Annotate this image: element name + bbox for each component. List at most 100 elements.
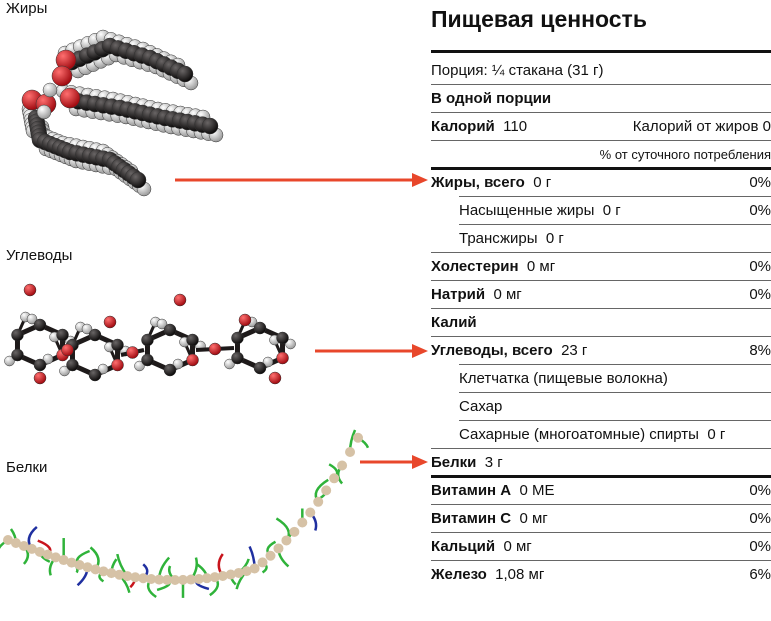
carbon-atom bbox=[253, 361, 267, 375]
nutrient-name: Холестерин bbox=[431, 257, 519, 275]
divider bbox=[431, 50, 771, 53]
nutrient-name: Железо bbox=[431, 565, 487, 583]
nutrient-name: Клетчатка (пищевые волокна) bbox=[459, 369, 668, 387]
amino-acid-bead bbox=[209, 572, 220, 583]
oxygen-atom bbox=[23, 283, 37, 297]
caption-proteins: Белки bbox=[6, 459, 48, 476]
amino-acid-bead bbox=[193, 573, 204, 584]
amino-acid-bead bbox=[337, 460, 348, 471]
nutrient-amount: 3 г bbox=[484, 453, 503, 471]
amino-acid-bead bbox=[225, 569, 236, 580]
divider bbox=[431, 560, 771, 561]
divider bbox=[431, 84, 771, 85]
amino-acid-bead bbox=[353, 432, 363, 443]
divider bbox=[459, 420, 771, 421]
amino-acid-bead bbox=[289, 526, 300, 537]
carbon-atom bbox=[163, 323, 177, 337]
caption-carbohydrates: Углеводы bbox=[6, 247, 73, 264]
nutrient-row: Сахар bbox=[431, 392, 771, 420]
amino-acid-bead bbox=[249, 563, 260, 574]
hydrogen-atom bbox=[4, 355, 15, 367]
amino-acid-bead bbox=[66, 557, 77, 568]
carbon-atom bbox=[141, 353, 154, 367]
amino-acid-bead bbox=[345, 446, 356, 457]
label-title: Пищевая ценность bbox=[431, 6, 647, 32]
daily-value-header: % от суточного потребления bbox=[599, 146, 771, 162]
caption-fats: Жиры bbox=[6, 0, 48, 17]
hydrogen-atom bbox=[81, 323, 93, 335]
oxygen-atom bbox=[208, 342, 222, 356]
nutrient-name: Витамин A bbox=[431, 481, 512, 499]
amino-acid-bead bbox=[130, 572, 141, 583]
oxygen-atom bbox=[61, 343, 74, 357]
amino-acid-bead bbox=[170, 574, 181, 585]
nutrient-name: Трансжиры bbox=[459, 229, 538, 247]
divider bbox=[431, 280, 771, 281]
nutrient-name: Витамин C bbox=[431, 509, 512, 527]
nutrient-amount: 0 мг bbox=[526, 257, 556, 275]
nutrient-row: Трансжиры 0 г bbox=[431, 224, 771, 252]
carbon-atom bbox=[176, 65, 194, 83]
hydrogen-atom bbox=[36, 104, 52, 120]
divider bbox=[431, 475, 771, 478]
nutrient-name: Углеводы, всего bbox=[431, 341, 553, 359]
divider bbox=[431, 308, 771, 309]
divider bbox=[459, 392, 771, 393]
divider bbox=[431, 504, 771, 505]
nutrient-row: Витамин A 0 МЕ 0% bbox=[431, 476, 771, 504]
amino-acid-bead bbox=[185, 574, 196, 585]
amino-acid-bead bbox=[82, 562, 93, 573]
hydrogen-atom bbox=[262, 356, 274, 368]
hydrogen-atom bbox=[172, 358, 184, 370]
amino-acid-bead bbox=[273, 543, 284, 554]
divider bbox=[431, 532, 771, 533]
carbon-atom bbox=[66, 358, 79, 372]
carbon-atom bbox=[129, 171, 147, 189]
divider bbox=[459, 196, 771, 197]
nutrient-amount: 0 мг bbox=[503, 537, 532, 555]
amino-acid-bead bbox=[178, 574, 188, 585]
oxygen-atom bbox=[51, 65, 73, 87]
amino-acid-bead bbox=[265, 550, 276, 561]
nutrient-amount: 0 г bbox=[545, 229, 564, 247]
divider bbox=[431, 140, 771, 141]
nutrient-amount: 23 г bbox=[561, 341, 588, 359]
amino-acid-bead bbox=[138, 573, 149, 584]
hydrogen-atom bbox=[224, 358, 235, 370]
hydrogen-atom bbox=[42, 82, 58, 98]
carbon-atom bbox=[88, 368, 102, 382]
amino-acid-bead bbox=[18, 540, 29, 551]
molecule-illustrations bbox=[0, 29, 428, 599]
divider bbox=[459, 224, 771, 225]
hydrogen-atom bbox=[59, 365, 70, 377]
divider bbox=[459, 364, 771, 365]
calories-row: Калорий 110 Калорий от жиров 0 bbox=[431, 117, 771, 135]
arrow-head bbox=[412, 455, 428, 469]
carbohydrate-molecule-model bbox=[4, 283, 296, 385]
carbon-atom bbox=[33, 358, 47, 372]
amino-acid-bead bbox=[162, 574, 173, 585]
carbon-atom bbox=[11, 328, 24, 342]
amino-acid-bead bbox=[257, 557, 268, 568]
oxygen-atom bbox=[268, 371, 282, 385]
oxygen-atom bbox=[126, 346, 139, 359]
nutrient-amount: 0 мг bbox=[493, 285, 522, 303]
nutrient-daily-percent: 0% bbox=[749, 481, 771, 499]
amino-acid-bead bbox=[74, 559, 85, 570]
nutrient-amount: 0 МЕ bbox=[519, 481, 555, 499]
nutrient-name: Кальций bbox=[431, 537, 496, 555]
amino-acid-bead bbox=[114, 569, 125, 580]
amino-acid-bead bbox=[233, 567, 244, 578]
carbon-atom bbox=[276, 331, 289, 345]
carbon-atom bbox=[163, 363, 177, 377]
nutrient-amount: 1,08 мг bbox=[495, 565, 545, 583]
amino-acid-bead bbox=[281, 535, 292, 546]
oxygen-atom bbox=[238, 313, 252, 327]
oxygen-atom bbox=[33, 371, 47, 385]
nutrient-name: Сахар bbox=[459, 397, 503, 415]
nutrient-name: Насыщенные жиры bbox=[459, 201, 595, 219]
